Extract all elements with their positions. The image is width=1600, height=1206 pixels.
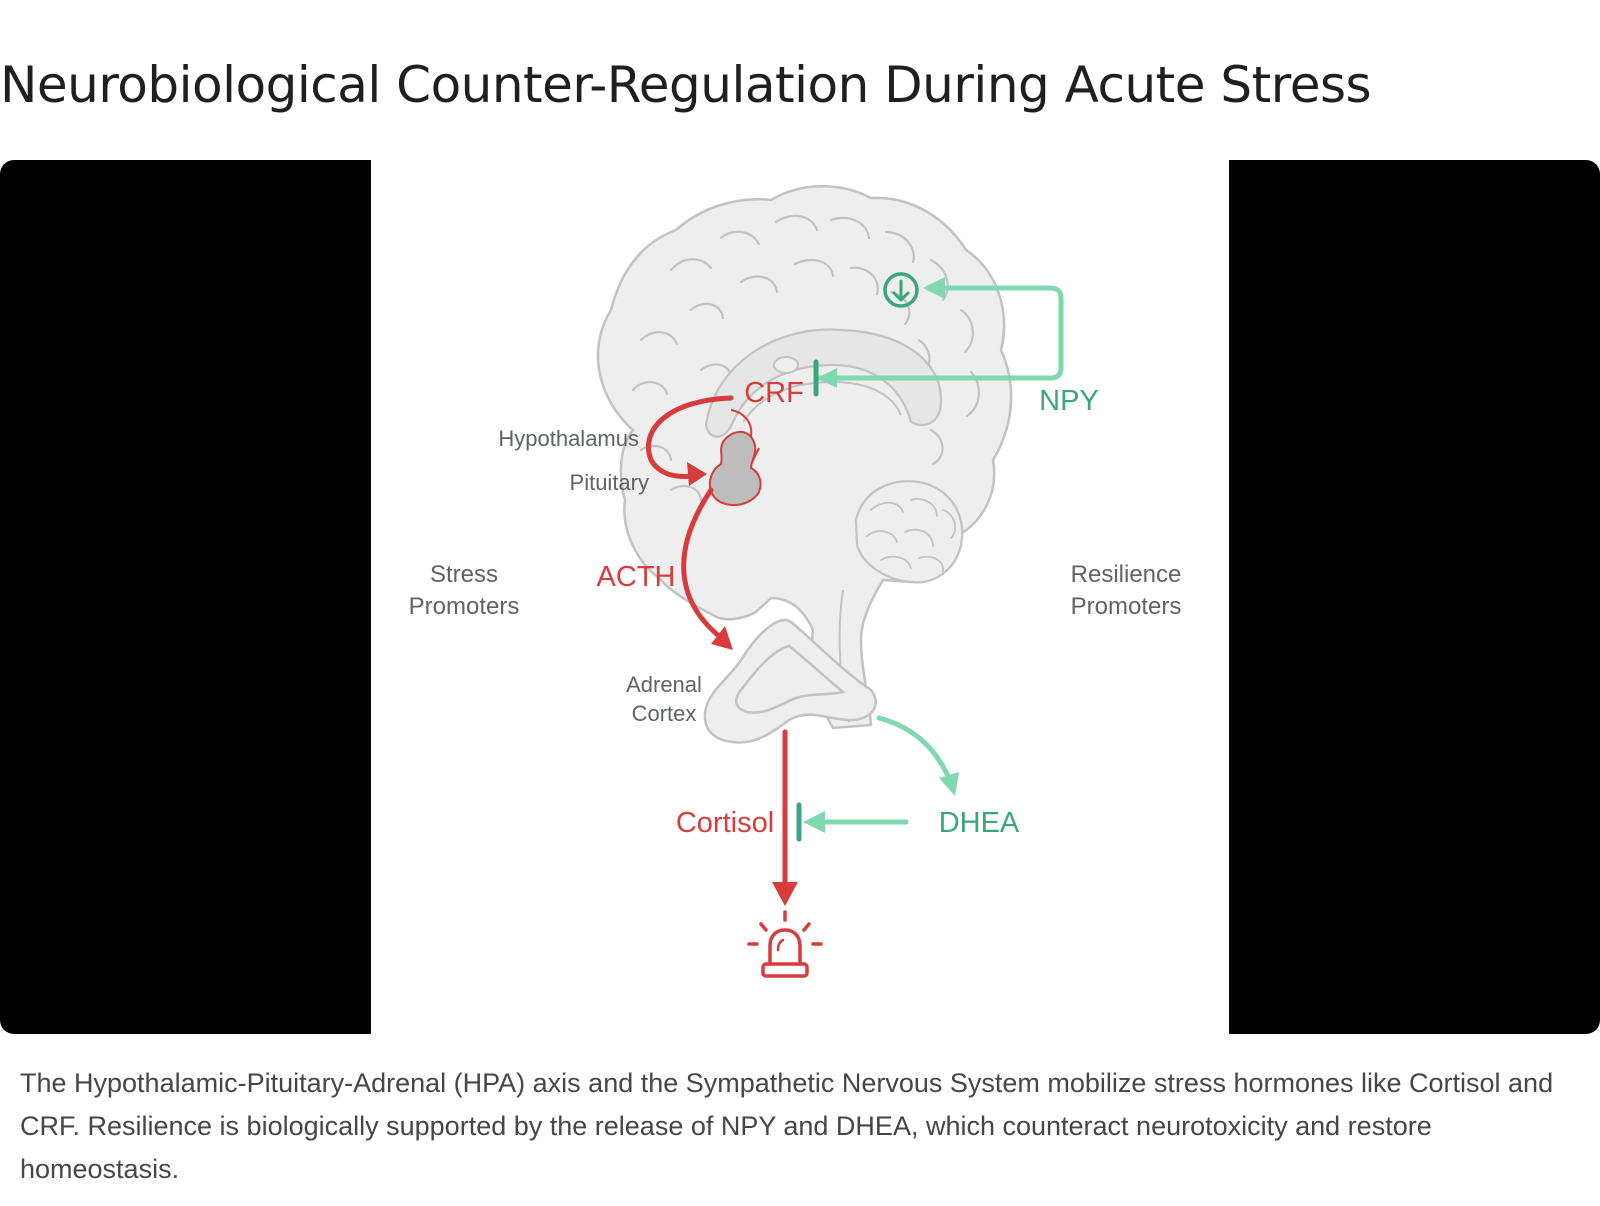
- alarm-siren-icon: [747, 910, 823, 978]
- resilience-promoters-label-line1: Resilience: [1071, 561, 1182, 588]
- stress-promoters-label-line2: Promoters: [409, 593, 520, 620]
- page-title: Neurobiological Counter-Regulation Durin…: [0, 56, 1372, 114]
- brain-illustration: [596, 185, 1013, 730]
- down-arrow-circle-icon: [883, 272, 919, 308]
- diagram-canvas: CRF NPY Hypothalamus Pituitary ACTH Stre…: [371, 160, 1229, 1034]
- diagram-frame: CRF NPY Hypothalamus Pituitary ACTH Stre…: [0, 160, 1600, 1034]
- dhea-inhibition-arrowhead: [803, 811, 825, 833]
- dhea-production-arrow: [876, 715, 952, 781]
- dhea-label: DHEA: [939, 807, 1020, 839]
- acth-arrow: [681, 487, 722, 639]
- pituitary-gland: [708, 431, 762, 507]
- dhea-production-arrowhead: [939, 772, 959, 796]
- pituitary-label: Pituitary: [570, 470, 649, 495]
- resilience-promoters-label-line2: Promoters: [1071, 593, 1182, 620]
- adrenal-cortex-label-line2: Cortex: [632, 701, 697, 726]
- crf-label: CRF: [744, 377, 804, 409]
- stress-promoters-label-line1: Stress: [430, 561, 498, 588]
- figure-caption: The Hypothalamic-Pituitary-Adrenal (HPA)…: [20, 1068, 1554, 1184]
- adrenal-cortex-label-line1: Adrenal: [626, 672, 702, 697]
- acth-arrowhead: [711, 626, 733, 650]
- npy-feedback-path: [816, 285, 1064, 381]
- hypothalamus-label: Hypothalamus: [498, 426, 639, 451]
- cortisol-arrowhead: [772, 882, 798, 906]
- hpa-axis-diagram: CRF NPY Hypothalamus Pituitary ACTH Stre…: [409, 185, 1182, 978]
- acth-label: ACTH: [597, 561, 676, 593]
- npy-arrowhead-crf: [817, 368, 837, 388]
- crf-arrow: [646, 395, 734, 479]
- crf-arrowhead: [687, 462, 707, 486]
- cortisol-label: Cortisol: [676, 807, 774, 839]
- npy-label: NPY: [1039, 385, 1099, 417]
- npy-arrowhead-top: [923, 277, 945, 299]
- adrenal-gland-illustration: [703, 619, 877, 744]
